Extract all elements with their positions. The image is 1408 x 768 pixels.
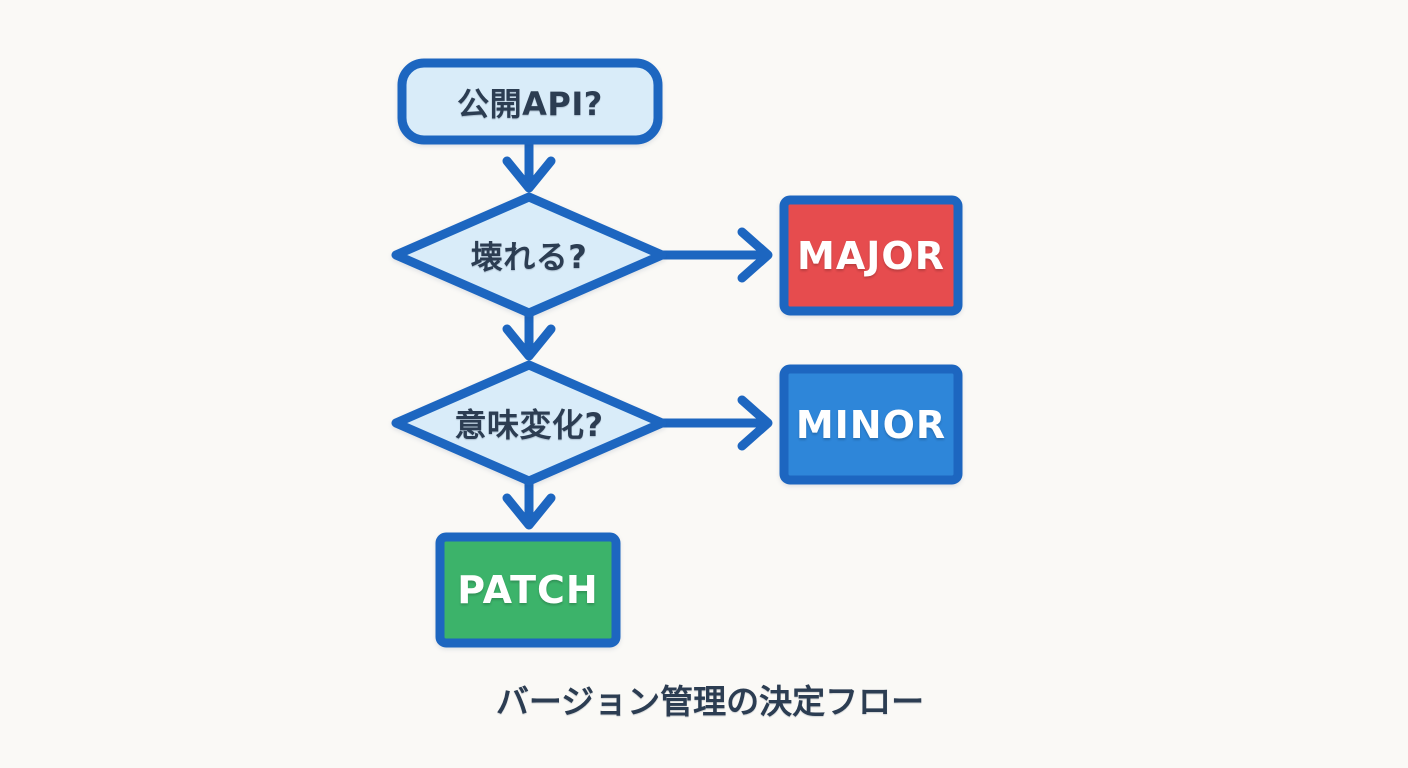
major-node-shape: [779, 195, 963, 316]
patch-node-shape: [435, 532, 621, 648]
start-node-shape: [397, 58, 663, 145]
decision2-diamond-shape: [391, 360, 667, 486]
arrow-decision2-to-patch: [502, 476, 556, 530]
minor-node-shape: [779, 364, 963, 485]
arrow-decision1-to-major: [657, 227, 773, 283]
arrow-decision1-to-decision2: [502, 307, 556, 361]
decision1-diamond-shape: [391, 192, 667, 318]
arrow-start-to-decision1: [502, 135, 556, 193]
arrow-decision2-to-minor: [657, 395, 773, 451]
diagram-title: バージョン管理の決定フロー: [495, 682, 925, 721]
